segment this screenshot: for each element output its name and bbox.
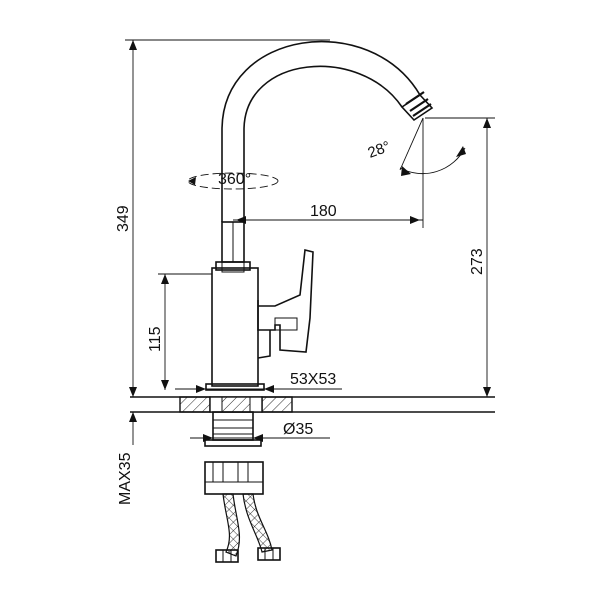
spout xyxy=(221,40,434,222)
spout-height-label: 273 xyxy=(469,248,486,275)
dimension-spout-height: 273 xyxy=(425,117,495,397)
hoses xyxy=(215,493,281,563)
dimension-shank-diameter: Ø35 xyxy=(190,421,330,442)
dimension-spout-reach: 180 xyxy=(232,118,424,228)
rotation-label: 360° xyxy=(218,171,251,188)
total-height-label: 349 xyxy=(115,205,132,232)
shank-nut xyxy=(204,411,264,495)
dimension-max-thickness: MAX35 xyxy=(117,412,137,505)
max-thickness-label: MAX35 xyxy=(117,452,134,505)
dimension-spout-angle: 28° xyxy=(366,117,466,176)
dimension-base-size: 53X53 xyxy=(175,371,342,393)
spout-reach-label: 180 xyxy=(310,203,337,220)
shank-diameter-label: Ø35 xyxy=(283,421,313,438)
mounting-plate xyxy=(179,396,293,413)
base-size-label: 53X53 xyxy=(290,371,336,388)
spout-angle-label: 28° xyxy=(366,138,393,162)
dimension-total-height: 349 xyxy=(115,39,330,397)
dimension-body-height: 115 xyxy=(147,273,212,390)
rotation-indicator: 360° xyxy=(187,171,279,190)
lever-handle xyxy=(257,249,314,359)
body-height-label: 115 xyxy=(147,326,164,352)
faucet-body xyxy=(205,221,265,391)
